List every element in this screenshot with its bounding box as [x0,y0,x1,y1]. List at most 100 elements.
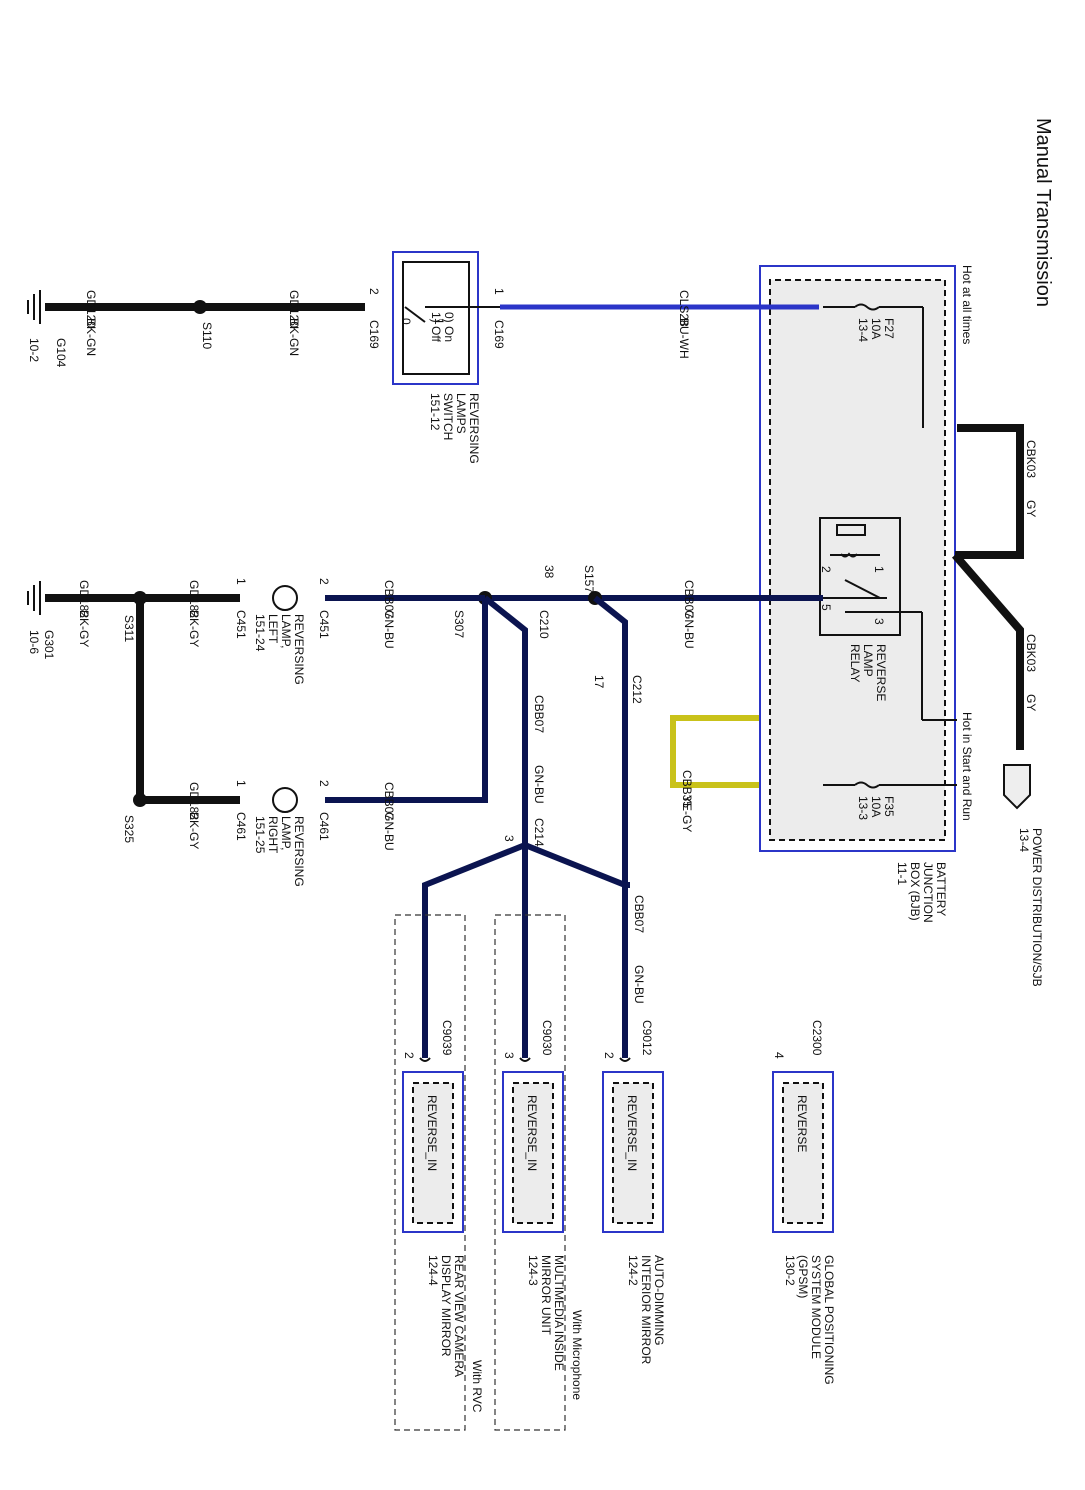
cbb07-main: CBB07 [682,580,696,618]
s325-label: S325 [122,815,136,843]
wire-cbb07-gpsm [593,595,628,1058]
gpsm-conn: C2300 [810,1020,824,1056]
s307-label: S307 [452,610,466,638]
bjb-inner [769,279,946,841]
bk-gy-c: BK-GY [187,812,201,849]
g104-label: G104 [54,338,68,368]
rear-view-option: With RVC [470,1360,484,1413]
reversing-lamp-right: 2 C461 1 C461 REVERSINGLAMP,RIGHT151-25 [234,780,331,887]
power-distribution-arrow [1003,764,1031,810]
gd182-b: GD182 [77,580,91,618]
cbb35-label: CBB35 [680,770,694,808]
connector-pins [419,1057,631,1062]
wire-c214-9039 [422,842,527,1058]
c210-pin: 38 [542,565,556,579]
relay-label: REVERSELAMPRELAY [848,644,888,701]
c169-right: C169 [492,320,506,349]
ground-g104-icon [27,290,41,324]
auto-dim-pin-label: REVERSE_IN [625,1095,639,1171]
splice-s325 [133,793,147,807]
c461-top: C461 [317,812,331,841]
bjb-label: BATTERYJUNCTIONBOX (BJB)11-1 [895,862,948,923]
multimedia-option: With Microphone [570,1310,584,1400]
c169-pin1: 1 [492,288,506,295]
gpsm-pin: 4 [772,1052,786,1059]
cls28-label: CLS28 [677,290,691,327]
splice-s110 [193,300,207,314]
auto-dim-name: AUTO-DIMMINGINTERIOR MIRROR124-2 [626,1255,666,1365]
wire-cbk03-top [955,424,1024,559]
reversing-lamp-left: 2 C451 1 C451 REVERSINGLAMP,LEFT151-24 [234,578,331,685]
c451-top: C451 [317,610,331,639]
reverse-lamp-relay: 1 2 3 5 REVERSELAMPRELAY [819,517,957,721]
fuse-f35-label: F3510A13-3 [856,796,896,820]
c451-pin1: 1 [234,578,248,585]
switch-pin-1: 1 [432,318,446,325]
c212-pin: 17 [592,675,606,689]
auto-dim-pin: 2 [602,1052,616,1059]
fuse-f35: F3510A13-3 [823,781,957,820]
cbb07-c214: CBB07 [532,695,546,733]
hot-in-start-run: Hot in Start and Run [960,712,974,821]
wire-cbb07-right-lamp [325,598,488,803]
s110-label: S110 [200,322,214,349]
g301-label: G301 [42,630,56,660]
gd120-a: GD120 [287,290,301,328]
gd182-a: GD182 [187,580,201,618]
gn-bu-main: GN-BU [682,610,696,649]
reversing-lamps-switch: 0 1 0) On1) Off REVERSINGLAMPSSWITCH151-… [367,251,506,464]
c451-pin2: 2 [317,578,331,585]
multimedia-pin: 3 [502,1052,516,1059]
c169-left: C169 [367,320,381,349]
gn-bu-right: GN-BU [382,812,396,851]
wire-c214-9012 [523,842,630,888]
module-gpsm: REVERSE C2300 4 GLOBAL POSITIONINGSYSTEM… [772,1020,836,1385]
fuse-f27-label: F2710A13-4 [856,318,896,342]
gn-bu-c214: GN-BU [532,765,546,804]
gpsm-pin-label: REVERSE [795,1095,809,1152]
multimedia-name: MULTIMEDIA INSIDEMIRROR UNIT124-3 [526,1255,566,1371]
c451-bot: C451 [234,610,248,639]
switch-states: 0) On1) Off [429,312,456,342]
lamp-left-label: REVERSINGLAMP,LEFT151-24 [253,614,306,685]
switch-pin-0: 0 [399,318,413,325]
splice-s311 [133,591,147,605]
gd182-c: GD182 [187,782,201,820]
bk-gy-b: BK-GY [77,610,91,647]
cbb07-left: CBB07 [382,580,396,618]
wire-cbb07-c214 [483,595,528,845]
c461-bot: C461 [234,812,248,841]
cbk03-top: CBK03 [1024,440,1038,478]
cbk03-bottom-color: GY [1024,694,1038,711]
g104-ref: 10-2 [27,338,41,362]
fuse-f27: F2710A13-4 [823,303,924,428]
cbk03-top-color: GY [1024,500,1038,517]
gpsm-name: GLOBAL POSITIONINGSYSTEM MODULE(GPSM)130… [783,1255,836,1385]
bk-gn-a: BK-GN [287,318,301,356]
gd120-b: GD120 [84,290,98,328]
rear-view-pin: 2 [402,1052,416,1059]
bk-gn-b: BK-GN [84,318,98,356]
g301-ref: 10-6 [27,630,41,654]
relay-pin-1: 1 [872,566,886,573]
switch-label: REVERSINGLAMPSSWITCH151-12 [428,393,481,464]
ye-gy-label: YE-GY [680,795,694,832]
bk-gy-a: BK-GY [187,610,201,647]
wire-cbk03-bottom [951,552,1024,750]
relay-pin-5: 5 [819,604,833,611]
c214-label: C214 [532,818,546,847]
relay-pin-2: 2 [819,566,833,573]
gn-bu-left: GN-BU [382,610,396,649]
rear-view-pin-label: REVERSE_IN [425,1095,439,1171]
page-title: Manual Transmission [1032,118,1054,307]
c212-label: C212 [630,675,644,704]
multimedia-conn: C9030 [540,1020,554,1056]
hot-at-all-times: Hot at all times [960,265,974,344]
power-distribution-label: POWER DISTRIBUTION/SJB13-4 [1017,828,1044,987]
relay-pin-3: 3 [872,618,886,625]
c461-pin1: 1 [234,780,248,787]
gn-bu-gpsm: GN-BU [632,965,646,1004]
c169-pin2: 2 [367,288,381,295]
rear-view-conn: C9039 [440,1020,454,1056]
